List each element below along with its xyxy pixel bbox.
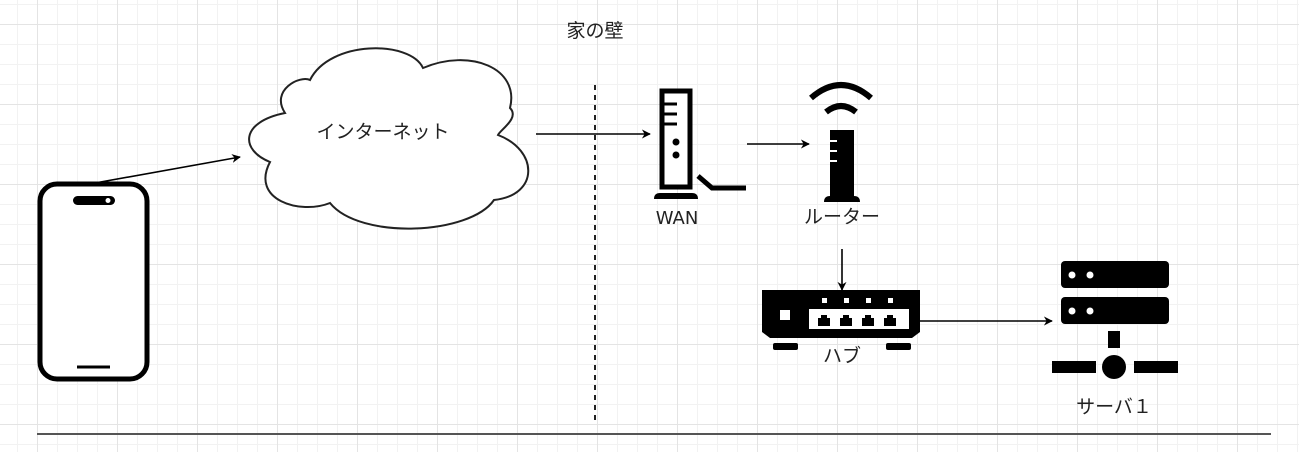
server-label: サーバ１ (1076, 396, 1152, 418)
wifi-router-icon[interactable] (809, 82, 873, 202)
network-switch-icon[interactable] (762, 290, 920, 350)
edge-phone-internet[interactable] (94, 154, 241, 184)
wan-label: WAN (655, 208, 699, 229)
internet-label: インターネット (316, 121, 450, 143)
cloud-icon[interactable] (248, 47, 530, 230)
hub-label: ハブ (822, 345, 862, 367)
modem-icon[interactable] (654, 88, 746, 199)
router-label: ルーター (803, 206, 881, 228)
server-icon[interactable] (1052, 261, 1178, 379)
smartphone-icon[interactable] (37, 181, 150, 382)
wall-label: 家の壁 (566, 20, 624, 42)
